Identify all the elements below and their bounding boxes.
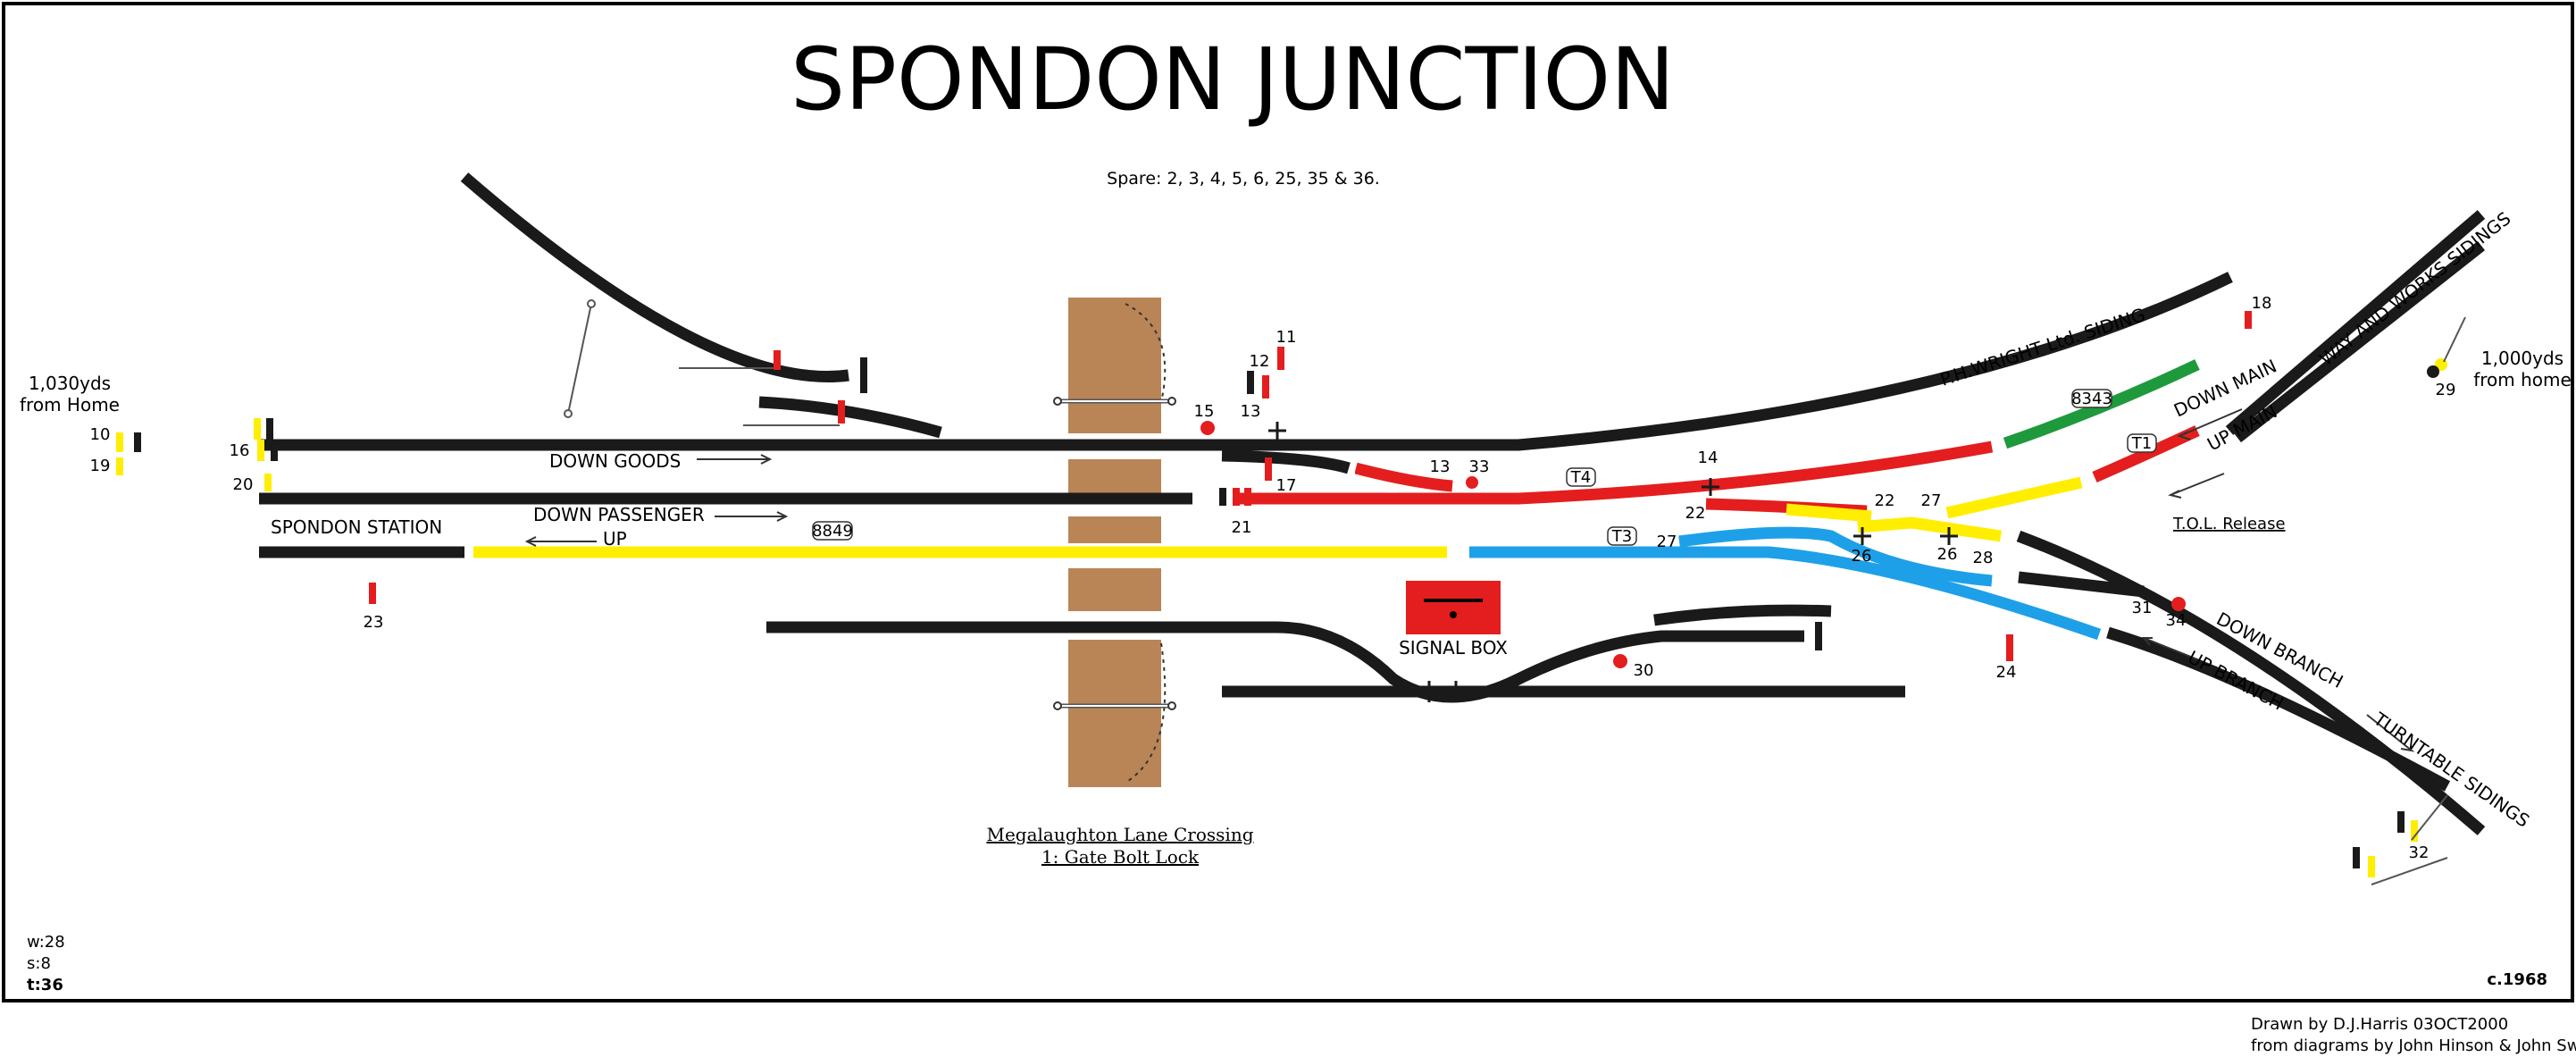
circuit-t4: T4: [1570, 468, 1591, 487]
svg-text:13: 13: [1430, 457, 1451, 476]
page-title: SPONDON JUNCTION: [790, 29, 1675, 130]
distance-left-1: 1,030yds: [29, 373, 111, 394]
buffer-stops: [860, 357, 1822, 650]
siding-lever: [564, 299, 596, 418]
track-circuits: [473, 359, 2200, 641]
svg-text:27: 27: [1921, 491, 1942, 510]
line-label-up: UP: [603, 528, 627, 549]
svg-text:32: 32: [2409, 843, 2430, 862]
svg-text:28: 28: [1973, 549, 1994, 567]
svg-text:21: 21: [1232, 518, 1252, 537]
circuit-t3: T3: [1611, 527, 1632, 546]
circuit-tags: [812, 389, 2157, 546]
circuit-8343: 8343: [2071, 390, 2112, 408]
svg-text:33: 33: [1469, 457, 1490, 476]
svg-text:30: 30: [1634, 661, 1654, 680]
svg-text:29: 29: [2436, 381, 2456, 399]
distance-right-1: 1,000yds: [2481, 348, 2563, 369]
crossing-name: Megalaughton Lane Crossing: [986, 824, 1253, 845]
svg-text:16: 16: [230, 441, 250, 460]
circuit-8849: 8849: [812, 522, 853, 541]
stat-t: t:36: [27, 976, 63, 994]
credit-from: from diagrams by John Hinson & John Swif…: [2251, 1036, 2576, 1055]
stat-s: s:8: [27, 954, 51, 973]
distance-left-2: from Home: [20, 394, 120, 415]
svg-text:34: 34: [2166, 611, 2187, 630]
distance-right-2: from home: [2473, 369, 2572, 390]
circuit-t1: T1: [2131, 434, 2152, 453]
svg-text:27: 27: [1657, 533, 1677, 551]
svg-text:19: 19: [90, 457, 111, 475]
svg-text:14: 14: [1698, 449, 1719, 467]
svg-text:22: 22: [1685, 504, 1706, 523]
line-label-down-goods: DOWN GOODS: [549, 450, 681, 472]
direction-arrows: [524, 408, 2415, 752]
tol-release: T.O.L. Release: [2172, 515, 2286, 533]
line-label-down-passenger: DOWN PASSENGER: [533, 504, 705, 525]
track-layout: [257, 172, 2486, 835]
point-markers: [1268, 422, 1958, 702]
svg-text:10: 10: [90, 425, 111, 444]
signal-box-building: [1406, 581, 1501, 634]
svg-text:20: 20: [233, 475, 254, 494]
credit-drawn: Drawn by D.J.Harris 03OCT2000: [2251, 1015, 2508, 1034]
svg-text:26: 26: [1937, 545, 1958, 564]
crossing-lock: 1: Gate Bolt Lock: [1041, 846, 1200, 868]
level-crossing: [1053, 298, 1176, 787]
spare-levers-note: Spare: 2, 3, 4, 5, 6, 25, 35 & 36.: [1107, 169, 1380, 189]
svg-text:11: 11: [1276, 328, 1297, 347]
svg-text:31: 31: [2132, 599, 2153, 617]
date-label: c.1968: [2487, 970, 2547, 989]
svg-text:26: 26: [1852, 547, 1872, 566]
svg-text:18: 18: [2252, 294, 2272, 313]
signal-posts: [116, 311, 2466, 885]
svg-text:17: 17: [1276, 476, 1297, 495]
svg-text:12: 12: [1250, 352, 1270, 371]
svg-text:13: 13: [1241, 402, 1261, 421]
svg-text:22: 22: [1875, 491, 1895, 510]
signal-box-label: SIGNAL BOX: [1399, 637, 1508, 659]
station-label: SPONDON STATION: [271, 516, 442, 538]
insulated-joints: [467, 357, 2204, 559]
svg-text:24: 24: [1996, 663, 2017, 682]
lever-numbers: 10 11 12 13 13 14 15 16 17 18 19 20 21 2…: [90, 294, 2456, 862]
svg-text:15: 15: [1194, 402, 1215, 421]
svg-text:23: 23: [364, 613, 384, 632]
stat-w: w:28: [27, 933, 65, 952]
